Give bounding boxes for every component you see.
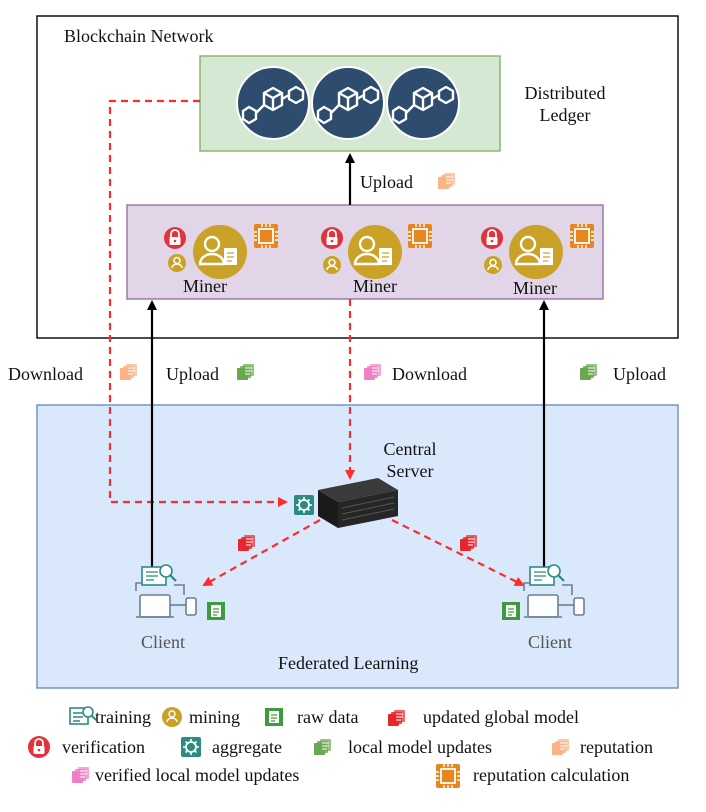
reputation-icon	[119, 363, 138, 381]
distributed-ledger-line2: Ledger	[539, 105, 591, 125]
local-model-updates-icon	[236, 363, 255, 381]
legend-verified-local-model-updates-label: verified local model updates	[95, 765, 300, 785]
raw-data-icon	[206, 601, 226, 621]
download-left-label: Download	[8, 364, 83, 384]
miner-icon	[191, 223, 249, 281]
miner-icon	[346, 223, 404, 281]
legend-reputation-label: reputation	[580, 737, 653, 757]
verification-icon	[163, 226, 187, 250]
legend-local-model-updates-label: local model updates	[348, 737, 492, 757]
blockchain-node-icon	[235, 65, 311, 141]
verified-local-model-updates-icon	[363, 363, 382, 381]
legend-updated-global-model-label: updated global model	[423, 707, 579, 727]
legend-aggregate-label: aggregate	[212, 737, 282, 757]
legend-raw-data-label: raw data	[297, 707, 359, 727]
central-server-label: Central Server	[360, 438, 460, 482]
local-model-updates-icon	[579, 363, 598, 381]
central-server-icon	[318, 478, 398, 528]
legend-mining-label: mining	[189, 707, 241, 727]
client-left-label: Client	[141, 632, 185, 652]
legend-verified-local-model-updates-icon	[71, 766, 90, 784]
small-user-icon	[322, 255, 342, 275]
verification-icon	[320, 226, 344, 250]
legend-training-label: training	[95, 707, 151, 727]
blockchain-node-icon	[385, 65, 461, 141]
small-user-icon	[167, 253, 187, 273]
raw-data-icon	[501, 601, 521, 621]
miner-label-2: Miner	[353, 276, 397, 296]
small-user-icon	[483, 255, 503, 275]
reputation-calculation-icon	[253, 223, 279, 249]
central-server-line1: Central	[383, 439, 437, 459]
legend-reputation-calculation-label: reputation calculation	[473, 765, 630, 785]
ledger-download-dashed-arrow	[108, 99, 288, 507]
server-to-right-client-arrow	[391, 519, 525, 586]
upload-right-label: Upload	[613, 364, 666, 384]
legend-updated-global-model-icon	[387, 709, 406, 727]
miner-icon	[507, 223, 565, 281]
legend-aggregate-icon	[180, 736, 202, 758]
miner-label-1: Miner	[183, 276, 227, 296]
legend-reputation-calculation-icon	[435, 763, 461, 789]
blockchain-node-icon	[310, 65, 386, 141]
miner-label-3: Miner	[513, 278, 557, 298]
reputation-calculation-icon	[569, 223, 595, 249]
federated-learning-title: Federated Learning	[278, 653, 419, 673]
distributed-ledger-line1: Distributed	[524, 83, 606, 103]
client-right-label: Client	[528, 632, 572, 652]
legend-training-icon	[69, 706, 97, 725]
verification-icon	[480, 226, 504, 250]
aggregate-icon	[293, 494, 315, 516]
legend-verification-label: verification	[62, 737, 145, 757]
upload-to-ledger-label: Upload	[360, 172, 413, 192]
legend-reputation-icon	[551, 738, 570, 756]
federated-learning-box	[36, 404, 679, 689]
legend-verification-icon	[27, 735, 51, 759]
legend-local-model-updates-icon	[313, 738, 332, 756]
distributed-ledger-label: Distributed Ledger	[505, 82, 625, 126]
central-server-line2: Server	[386, 461, 434, 481]
upload-left-label: Upload	[166, 364, 219, 384]
reputation-calculation-icon	[407, 223, 433, 249]
download-center-label: Download	[392, 364, 467, 384]
legend-raw-data-icon	[264, 707, 284, 727]
server-to-left-client-arrow	[202, 519, 321, 586]
blockchain-network-title: Blockchain Network	[64, 26, 214, 46]
